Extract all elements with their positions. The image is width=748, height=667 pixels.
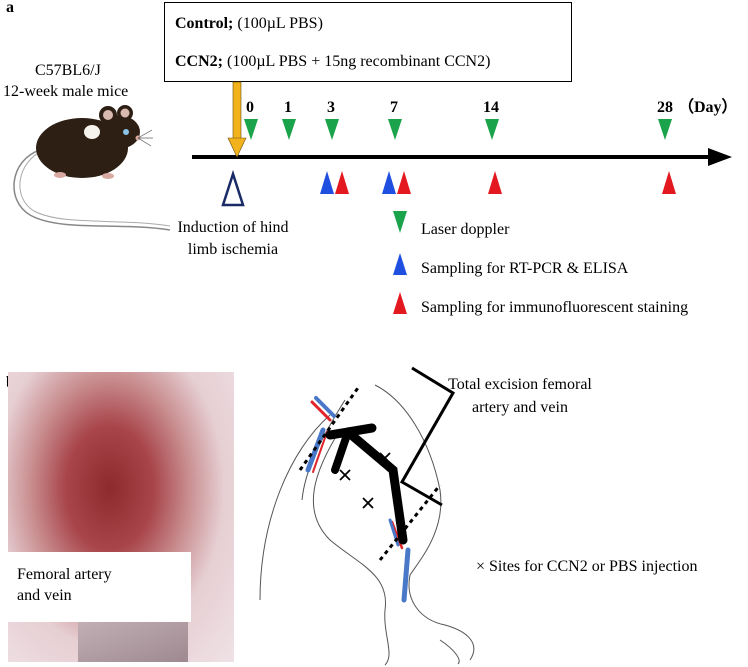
condition-control-name: Control;	[175, 15, 234, 32]
day-unit-label: （Day）	[678, 98, 738, 116]
injection-arrow	[227, 81, 247, 158]
excision-line-upper	[298, 384, 362, 471]
conditions-box: Control; (100µL PBS) CCN2; (100µL PBS + …	[164, 2, 572, 82]
induction-label-line1: Induction of hind	[177, 219, 288, 236]
panel-a-label: a	[6, 0, 14, 16]
day-label-1: 1	[284, 99, 292, 116]
photo-label: Femoral artery and vein	[8, 552, 191, 622]
photo-label-line1: Femoral artery	[17, 566, 112, 583]
red-marker-day-7	[397, 171, 411, 194]
legend-blue-marker	[393, 253, 407, 275]
day-label-14: 14	[483, 99, 499, 116]
induction-marker	[221, 169, 245, 207]
blue-marker-day-7	[382, 171, 396, 194]
condition-ccn2-name: CCN2;	[175, 53, 223, 70]
condition-control: Control; (100µL PBS)	[175, 15, 323, 33]
legend-immunofluorescent: Sampling for immunofluorescent staining	[421, 299, 688, 316]
excision-label-line1: Total excision femoral	[448, 376, 592, 393]
red-marker-day-28	[662, 171, 676, 194]
legend-red-marker	[393, 292, 407, 314]
red-marker-day-14	[488, 171, 502, 194]
green-marker-day-7	[388, 119, 402, 140]
condition-ccn2: CCN2; (100µL PBS + 15ng recombinant CCN2…	[175, 53, 490, 71]
femoral-photo: Femoral artery and vein	[8, 372, 234, 662]
green-marker-day-14	[485, 119, 499, 140]
legend-rt-pcr: Sampling for RT-PCR & ELISA	[421, 260, 629, 277]
condition-control-detail: (100µL PBS)	[237, 15, 323, 32]
green-marker-day-28	[658, 119, 672, 140]
mouse-strain-text: C57BL6/J	[35, 62, 101, 79]
laser-doppler-markers	[244, 119, 672, 140]
day-label-7: 7	[390, 99, 398, 116]
day-label-0: 0	[246, 99, 254, 116]
condition-ccn2-detail: (100µL PBS + 15ng recombinant CCN2)	[227, 53, 491, 70]
injection-legend: × Sites for CCN2 or PBS injection	[476, 558, 697, 575]
mouse-icon	[13, 105, 171, 231]
photo-label-line2: and vein	[17, 587, 72, 604]
femoral-vessel-path	[325, 423, 408, 545]
day-label-28: 28	[657, 99, 673, 116]
injection-sites	[339, 452, 391, 509]
green-marker-day-1	[282, 119, 296, 140]
legend-green-marker	[393, 211, 407, 233]
excision-bracket	[399, 366, 456, 507]
blue-marker-day-3	[320, 171, 334, 194]
day-label-3: 3	[327, 99, 335, 116]
sampling-markers	[320, 171, 676, 194]
legend-laser-doppler: Laser doppler	[421, 221, 510, 238]
green-marker-day-0	[244, 119, 258, 140]
induction-label-line2: limb ischemia	[188, 241, 278, 258]
excision-label-line2: artery and vein	[472, 399, 568, 416]
timeline-arrowhead	[708, 148, 732, 166]
green-marker-day-3	[325, 119, 339, 140]
mouse-age-text: 12-week male mice	[3, 83, 129, 100]
red-marker-day-3	[335, 171, 349, 194]
